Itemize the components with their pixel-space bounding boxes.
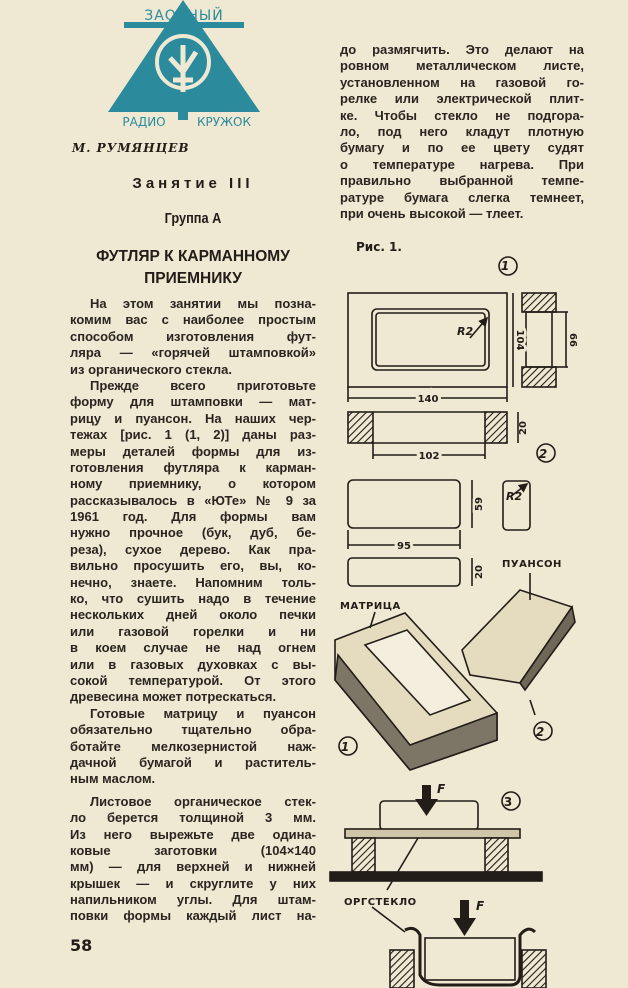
text-line: или в газовых духовках с вы- bbox=[70, 656, 316, 672]
text-line: меры деталей формы для из- bbox=[70, 443, 316, 459]
text-line: о температуре нагрева. При bbox=[340, 156, 584, 172]
text-line: напильником углы. Для штам- bbox=[70, 892, 316, 908]
text-line: форму для штамповки — мат- bbox=[70, 394, 316, 410]
logo-bottom-right: КРУЖОК bbox=[197, 115, 251, 129]
text-line: Листовое органическое стек- bbox=[90, 793, 316, 809]
title-line: ФУТЛЯР К КАРМАННОМУ bbox=[96, 248, 290, 265]
text-line: На этом занятии мы позна- bbox=[90, 296, 316, 311]
text-line: рицу и пуансон. На наших чер- bbox=[70, 410, 316, 426]
text-line: сокой температурой. От этого bbox=[70, 672, 316, 688]
page-number: 58 bbox=[70, 936, 93, 955]
text-line: ботайте мелкозернистой наж- bbox=[70, 738, 316, 754]
text-line: способом изготовления фут- bbox=[70, 328, 316, 344]
matrix-label: МАТРИЦА bbox=[340, 601, 401, 612]
pressed-case-diagram bbox=[371, 906, 547, 988]
force-arrow-2 bbox=[460, 900, 469, 920]
dim-102: 102 bbox=[419, 451, 440, 462]
logo-top-text: ЗАОЧНЫЙ bbox=[144, 6, 224, 24]
text-line: Готовые матрицу и пуансон bbox=[90, 705, 316, 721]
text-line: ляра — «горячей штамповкой» bbox=[70, 345, 316, 361]
plexiglass-label: ОРГСТЕКЛО bbox=[344, 897, 417, 908]
punch-side-view bbox=[347, 557, 461, 587]
text-line: нескольких дней около печки bbox=[70, 607, 316, 623]
punch-3d-drawing bbox=[461, 573, 576, 716]
dim-20b: 20 bbox=[474, 565, 485, 579]
text-line: вильно просушить его, вы, ко- bbox=[70, 558, 316, 574]
text-line: релке или электрической плит- bbox=[340, 91, 584, 107]
text-line: до размягчить. Это делают на bbox=[340, 42, 584, 57]
dim-20: 20 bbox=[518, 421, 529, 435]
marker-1: 1 bbox=[501, 259, 509, 273]
text-line: древесина может потрескаться. bbox=[70, 689, 277, 705]
marker-1b: 1 bbox=[341, 740, 349, 754]
text-line: 1961 год. Для формы вам bbox=[70, 509, 316, 525]
text-line: крышек — и скруглите у них bbox=[70, 875, 316, 891]
text-line: ло, под него кладут плотную bbox=[340, 123, 584, 139]
left-column-text: На этом занятии мы позна-комим вас с наи… bbox=[70, 296, 316, 925]
dim-140: 140 bbox=[418, 394, 439, 405]
text-line: ке. Чтобы стекло не подгора- bbox=[340, 107, 584, 123]
text-line: комим вас с наиболее простым bbox=[70, 312, 316, 328]
text-line: нужно прочное (бук, дуб, бе- bbox=[70, 525, 316, 541]
text-line: правильно выбранной темпе- bbox=[340, 173, 584, 189]
text-line: или газовой горелки и ни bbox=[70, 623, 316, 639]
text-line: ковые заготовки (104×140 bbox=[70, 842, 316, 858]
dim-59: 59 bbox=[474, 497, 485, 511]
logo-bottom-left: РАДИО bbox=[122, 115, 165, 129]
marker-circle bbox=[498, 256, 518, 276]
radius-label: R2 bbox=[457, 325, 473, 338]
text-line: из органического стекла. bbox=[70, 361, 232, 377]
marker-2: 2 bbox=[539, 447, 547, 461]
dim-104: 104 bbox=[514, 330, 525, 351]
text-line: ко, что сушить надо в течение bbox=[70, 591, 316, 607]
force-label: F bbox=[437, 782, 446, 796]
dim-95: 95 bbox=[397, 541, 411, 552]
text-line: ным маслом. bbox=[70, 771, 156, 787]
lesson-heading: Занятие III bbox=[132, 175, 254, 192]
group-heading: Группа А bbox=[164, 210, 222, 227]
matrix-top-view bbox=[347, 292, 508, 388]
marker-3: 3 bbox=[504, 795, 512, 809]
punch-top-view bbox=[347, 479, 461, 529]
radius-label-2: R2 bbox=[506, 490, 522, 503]
force-arrow bbox=[422, 785, 431, 801]
text-line: дачной бумагой и раститель- bbox=[70, 754, 316, 770]
text-line: ному приемнику, о котором bbox=[70, 476, 316, 492]
text-line: бумагу и по ее цвету судят bbox=[340, 140, 584, 156]
text-line: мм) — для верхней и нижней bbox=[70, 859, 316, 875]
text-line: в коем случае не над огнем bbox=[70, 640, 316, 656]
text-line: ратуре бумага слегка темнеет, bbox=[340, 189, 584, 205]
author: М. РУМЯНЦЕВ bbox=[72, 141, 190, 155]
text-line: ровном металлическом листе, bbox=[340, 58, 584, 74]
text-line: повки формы каждый лист на- bbox=[70, 908, 316, 924]
text-line: Из него вырежьте две одина- bbox=[70, 826, 316, 842]
text-line: обязательно тщательно обра- bbox=[70, 722, 316, 738]
text-line: ло берется толщиной 3 мм. bbox=[70, 810, 316, 826]
stamping-press-diagram bbox=[329, 791, 543, 891]
text-line: тежах [рис. 1 (1, 2)] даны раз- bbox=[70, 427, 316, 443]
text-line: при очень высокой — тлеет. bbox=[340, 205, 524, 221]
text-line: нечно, знаете. Напомним толь- bbox=[70, 574, 316, 590]
text-line: рассказывалось в «ЮТе» № 9 за bbox=[70, 492, 316, 508]
figure-caption: Рис. 1. bbox=[356, 240, 402, 254]
text-line: Прежде всего приготовьте bbox=[90, 377, 316, 393]
title-line: ПРИЕМНИКУ bbox=[144, 270, 242, 287]
text-line: реза), сухое дерево. Как пра- bbox=[70, 541, 316, 557]
text-line: готовления футляра к карман- bbox=[70, 459, 316, 475]
dim-66: 66 bbox=[567, 333, 578, 347]
punch-label: ПУАНСОН bbox=[502, 559, 562, 570]
force-label-2: F bbox=[476, 899, 485, 913]
marker-2b: 2 bbox=[536, 725, 544, 739]
matrix-3d-drawing bbox=[334, 611, 498, 771]
text-line: установленном на газовой го- bbox=[340, 74, 584, 90]
zaochny-radiokruzhok-logo: ЗАОЧНЫЙ РАДИО КРУЖОК bbox=[108, 0, 260, 129]
article-title: ФУТЛЯР К КАРМАННОМУ ПРИЕМНИКУ bbox=[60, 246, 326, 290]
